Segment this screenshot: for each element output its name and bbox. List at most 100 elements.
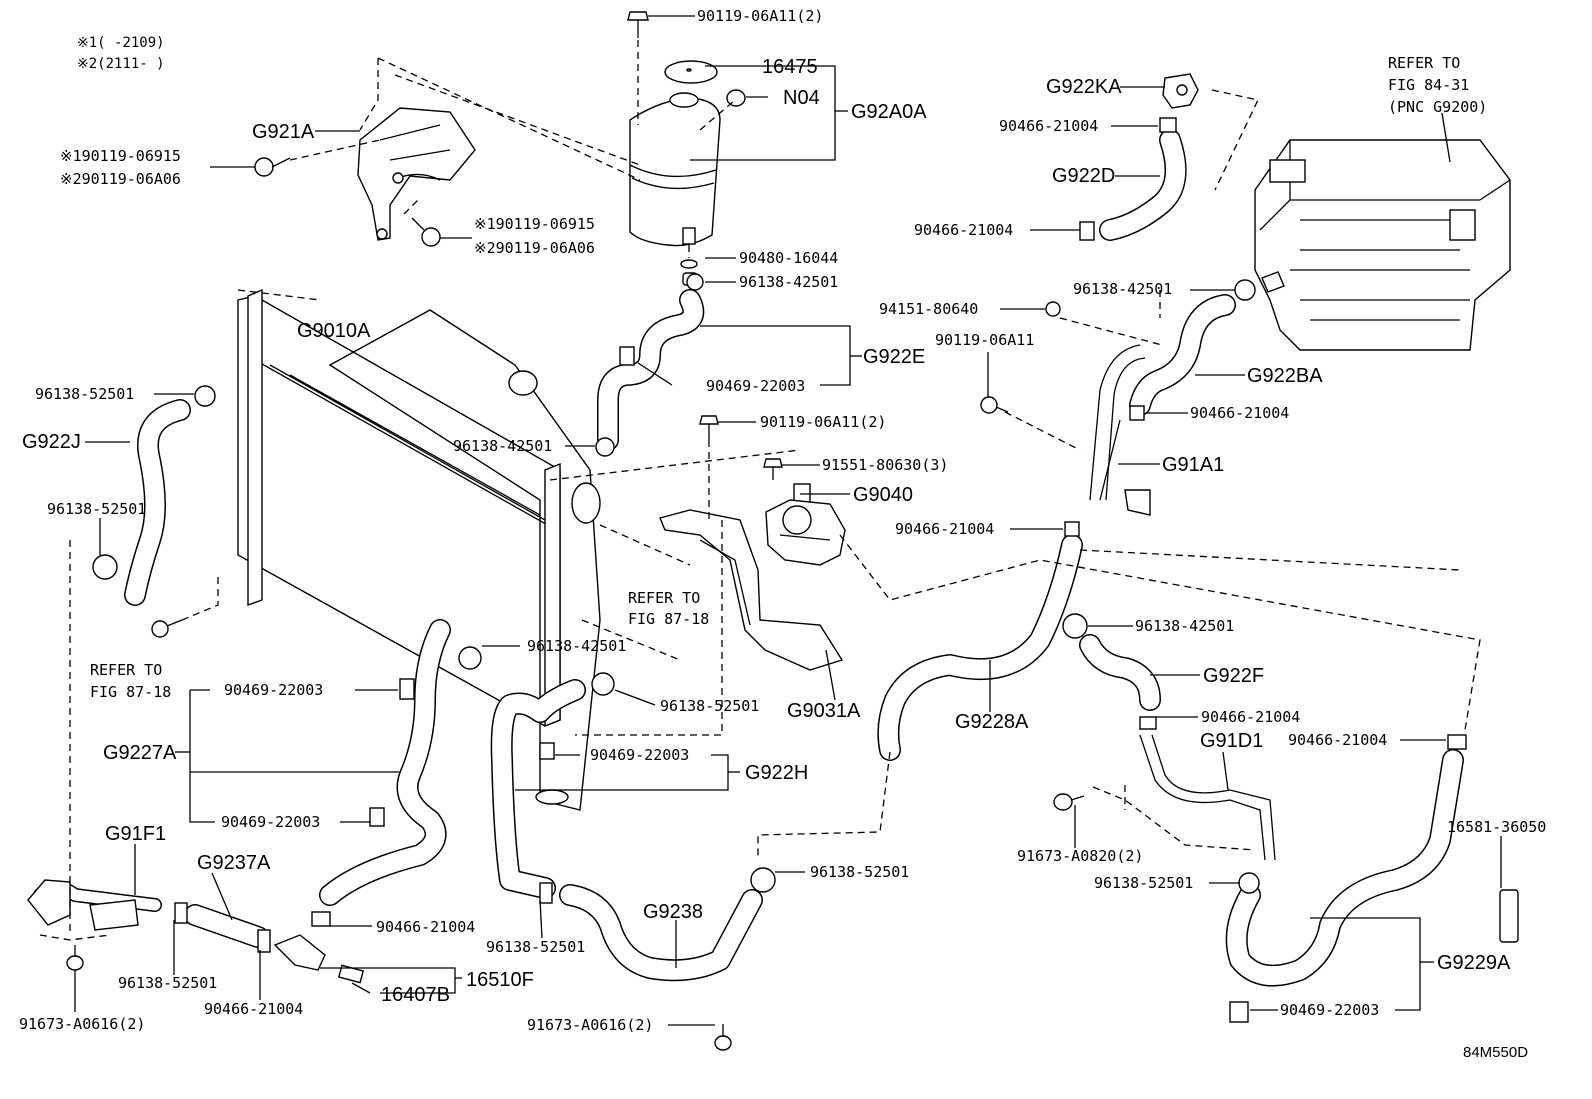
- part-label-96138-52501-g[interactable]: 96138-52501: [1094, 874, 1193, 892]
- part-label-g922h[interactable]: G922H: [745, 762, 808, 784]
- part-label-g91d1[interactable]: G91D1: [1200, 730, 1263, 752]
- part-label-16581-36050[interactable]: 16581-36050: [1447, 818, 1546, 836]
- refer-87-18-a-line1[interactable]: REFER TO: [628, 589, 700, 607]
- part-label-90466-21004-g[interactable]: 90466-21004: [1201, 708, 1300, 726]
- bolt-g921a-1-icon: [254, 157, 291, 177]
- clamp-u-icon: [539, 882, 553, 904]
- part-label-91551-80630-3[interactable]: 91551-80630(3): [822, 456, 948, 474]
- part-label-91673-a0616-2-b[interactable]: 91673-A0616(2): [527, 1016, 653, 1034]
- part-label-g9031a[interactable]: G9031A: [787, 700, 861, 722]
- part-label-g91a1[interactable]: G91A1: [1162, 454, 1224, 476]
- part-label-96138-52501-a[interactable]: 96138-52501: [35, 385, 134, 403]
- part-label-90466-21004-a[interactable]: 90466-21004: [376, 918, 475, 936]
- part-label-91673-a0820-2[interactable]: 91673-A0820(2): [1017, 847, 1143, 865]
- part-label-g9228a[interactable]: G9228A: [955, 711, 1029, 733]
- part-label-96138-42501-d[interactable]: 96138-42501: [1073, 280, 1172, 298]
- part-label-96138-52501-e[interactable]: 96138-52501: [486, 938, 585, 956]
- part-label-90466-21004-h[interactable]: 90466-21004: [1288, 731, 1387, 749]
- part-label-90119-06a06-a[interactable]: ※290119-06A06: [60, 170, 181, 188]
- part-label-g922f[interactable]: G922F: [1203, 665, 1264, 687]
- water-pump-g9040-drawing: [659, 483, 846, 671]
- part-label-96138-42501-b[interactable]: 96138-42501: [453, 437, 552, 455]
- part-label-90469-22003-a[interactable]: 90469-22003: [706, 377, 805, 395]
- part-label-g92a0a[interactable]: G92A0A: [851, 101, 927, 123]
- part-label-90469-22003-e[interactable]: 90469-22003: [1280, 1001, 1379, 1019]
- refer-84-31-line3[interactable]: (PNC G9200): [1388, 98, 1487, 116]
- part-label-90119-06a11[interactable]: 90119-06A11: [935, 331, 1034, 349]
- nut-94151-icon: [1045, 301, 1061, 317]
- refer-87-18-b-line2[interactable]: FIG 87-18: [90, 683, 171, 701]
- part-label-90119-06a11-2-top[interactable]: 90119-06A11(2): [697, 7, 823, 25]
- part-label-90119-06915-a[interactable]: ※190119-06915: [60, 147, 181, 165]
- part-labels: 90119-06A11(2) 16475 N04 G92A0A G921A ※1…: [19, 7, 1546, 1061]
- part-label-g9040[interactable]: G9040: [853, 484, 913, 506]
- clamp-n-icon: [1064, 521, 1080, 537]
- refer-84-31-line2[interactable]: FIG 84-31: [1388, 76, 1469, 94]
- part-label-g922j[interactable]: G922J: [22, 431, 81, 453]
- part-label-g9010a[interactable]: G9010A: [297, 320, 371, 342]
- part-label-90480-16044[interactable]: 90480-16044: [739, 249, 838, 267]
- part-label-96138-42501-c[interactable]: 96138-42501: [527, 637, 626, 655]
- part-label-94151-80640[interactable]: 94151-80640: [879, 300, 978, 318]
- part-label-96138-42501-a[interactable]: 96138-42501: [739, 273, 838, 291]
- part-label-91673-a0616-2-a[interactable]: 91673-A0616(2): [19, 1015, 145, 1033]
- reference-dashed-lines: [39, 40, 1481, 941]
- clamp-j-icon: [1238, 872, 1260, 894]
- part-label-g921a[interactable]: G921A: [252, 121, 315, 143]
- part-label-96138-52501-d[interactable]: 96138-52501: [118, 974, 217, 992]
- part-label-96138-42501-e[interactable]: 96138-42501: [1135, 617, 1234, 635]
- bolt-g921a-2-icon: [411, 217, 441, 247]
- clamp-b-icon: [194, 385, 216, 407]
- reservoir-tank-drawing: [629, 60, 746, 286]
- clamp-f-icon: [591, 672, 615, 696]
- refer-87-18-a-line2[interactable]: FIG 87-18: [628, 610, 709, 628]
- part-label-90466-21004-e[interactable]: 90466-21004: [1190, 404, 1289, 422]
- clamp-d-icon: [595, 437, 615, 457]
- bolt-pump-icon: [763, 458, 783, 480]
- part-label-n04[interactable]: N04: [783, 87, 820, 109]
- part-label-g922ba[interactable]: G922BA: [1247, 365, 1323, 387]
- leader-lines: [74, 15, 1502, 1026]
- clamp-e-icon: [458, 646, 482, 670]
- part-label-g9229a[interactable]: G9229A: [1437, 952, 1511, 974]
- part-label-16475[interactable]: 16475: [762, 56, 818, 78]
- part-label-90466-21004-c[interactable]: 90466-21004: [999, 117, 1098, 135]
- part-label-90466-21004-f[interactable]: 90466-21004: [895, 520, 994, 538]
- part-label-90469-22003-b[interactable]: 90469-22003: [224, 681, 323, 699]
- inverter-drawing: [1254, 139, 1511, 351]
- part-label-90469-22003-d[interactable]: 90469-22003: [221, 813, 320, 831]
- part-label-g9238[interactable]: G9238: [643, 901, 703, 923]
- part-label-90119-06915-b[interactable]: ※190119-06915: [474, 215, 595, 233]
- part-label-g91f1[interactable]: G91F1: [105, 823, 166, 845]
- part-label-90119-06a06-b[interactable]: ※290119-06A06: [474, 239, 595, 257]
- part-label-g9227a[interactable]: G9227A: [103, 742, 177, 764]
- radiator-g9010a-drawing: [237, 288, 601, 811]
- part-label-16510f[interactable]: 16510F: [466, 969, 534, 991]
- part-label-16407b[interactable]: 16407B: [381, 984, 450, 1006]
- clamp-p-icon: [1447, 734, 1467, 750]
- bolt-mid-icon: [699, 415, 719, 440]
- refer-87-18-b-line1[interactable]: REFER TO: [90, 661, 162, 679]
- clamp-g-icon: [750, 867, 776, 893]
- refer-84-31-line1[interactable]: REFER TO: [1388, 54, 1460, 72]
- part-label-90466-21004-d[interactable]: 90466-21004: [914, 221, 1013, 239]
- clamp-t-icon: [174, 902, 188, 924]
- part-label-g922ka[interactable]: G922KA: [1046, 76, 1122, 98]
- part-label-90466-21004-b[interactable]: 90466-21004: [204, 1000, 303, 1018]
- part-label-90469-22003-c[interactable]: 90469-22003: [590, 746, 689, 764]
- part-label-96138-52501-c[interactable]: 96138-52501: [660, 697, 759, 715]
- part-label-g9237a[interactable]: G9237A: [197, 852, 271, 874]
- clamp-o-icon: [1139, 716, 1157, 730]
- bolt-g91f1-icon: [66, 945, 84, 971]
- clamp-i-icon: [1062, 613, 1088, 639]
- bolt-right-icon: [980, 396, 1009, 414]
- part-label-96138-52501-f[interactable]: 96138-52501: [810, 863, 909, 881]
- part-label-96138-52501-b[interactable]: 96138-52501: [47, 500, 146, 518]
- figure-code: 84M550D: [1463, 1044, 1528, 1061]
- part-label-g922e[interactable]: G922E: [863, 346, 925, 368]
- part-label-g922d[interactable]: G922D: [1052, 165, 1115, 187]
- part-label-90119-06a11-2-mid[interactable]: 90119-06A11(2): [760, 413, 886, 431]
- bolt-g91d1-icon: [1053, 793, 1085, 811]
- bolt-drawings: [66, 11, 1085, 1051]
- clamp-w-icon: [399, 678, 415, 700]
